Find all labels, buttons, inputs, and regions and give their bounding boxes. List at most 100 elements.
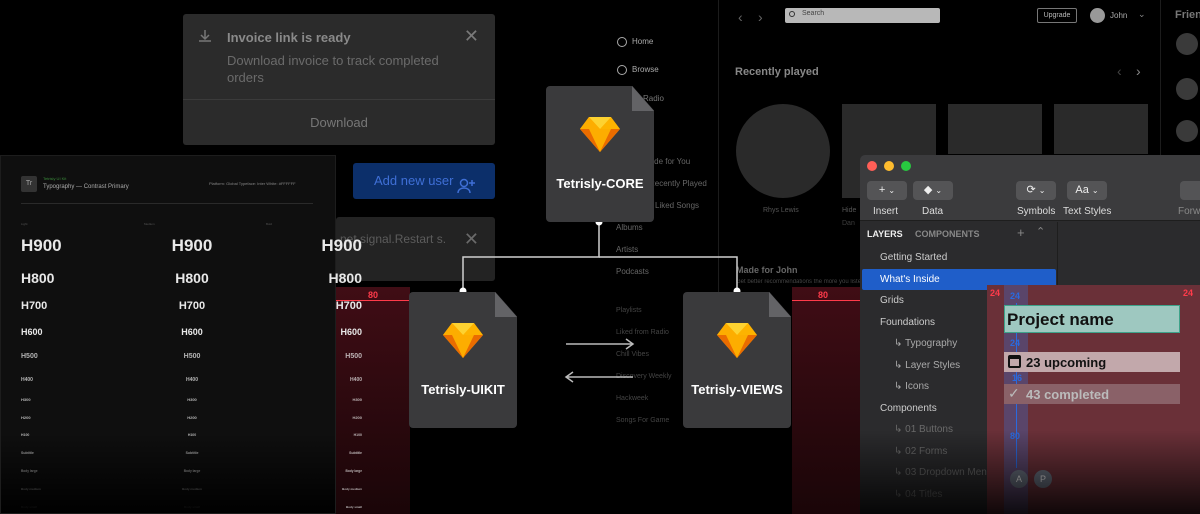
divider <box>21 203 313 204</box>
plus-icon: + <box>878 184 886 196</box>
text-styles-button[interactable]: Aa ⌄ <box>1067 181 1107 200</box>
library-item[interactable]: Made for You <box>643 157 691 166</box>
spacing-band-mid <box>792 287 860 514</box>
project-name-frame[interactable]: Project name <box>1004 305 1180 333</box>
sketch-icon <box>580 117 620 152</box>
connector-line <box>599 256 738 291</box>
type-sample: H300 <box>352 397 362 402</box>
upcoming-row[interactable]: 23 upcoming <box>1004 352 1180 372</box>
column-header: Medium <box>144 222 155 226</box>
search-input[interactable]: Search <box>785 8 940 23</box>
fade-overlay <box>1 433 335 513</box>
close-window-button[interactable] <box>867 161 877 171</box>
forward-button[interactable] <box>1180 181 1200 200</box>
nav-radio[interactable]: Radio <box>643 94 664 103</box>
tab-components[interactable]: COMPONENTS <box>915 229 980 239</box>
network-toast-text: net signal.Restart s. <box>340 232 447 246</box>
data-button[interactable]: ◆ ⌄ <box>913 181 953 200</box>
album-cover[interactable] <box>948 104 1042 154</box>
insert-button[interactable]: + ⌄ <box>867 181 907 200</box>
symbols-label: Symbols <box>1017 206 1056 217</box>
file-tetrisly-core[interactable]: Tetrisly-CORE <box>546 86 654 222</box>
type-sample: H200 <box>21 415 31 420</box>
project-name: Project name <box>1007 310 1114 329</box>
artist-name[interactable]: Rhys Lewis <box>763 207 799 214</box>
library-item[interactable]: Recently Played <box>649 179 707 188</box>
playlist-item[interactable]: Songs For Game <box>616 417 670 424</box>
completed-row[interactable]: ✓ 43 completed <box>1004 384 1180 404</box>
layer-item[interactable]: Components <box>880 402 937 414</box>
file-tetrisly-views[interactable]: Tetrisly-VIEWS <box>683 292 791 428</box>
symbols-button[interactable]: ⟳ ⌄ <box>1016 181 1056 200</box>
layer-item[interactable]: Getting Started <box>880 252 948 263</box>
type-sample: H400 <box>186 377 198 383</box>
forward-arrow-icon[interactable]: › <box>758 9 763 25</box>
tetrisly-logo: Tr <box>21 176 37 192</box>
user-name[interactable]: John <box>1110 11 1128 20</box>
chevron-down-icon: ⌄ <box>935 186 943 195</box>
recently-played-heading: Recently played <box>735 66 819 78</box>
nav-home-label: Home <box>632 37 654 46</box>
page-title: Typography — Contrast Primary <box>43 184 129 190</box>
layer-item[interactable]: ↳ Icons <box>894 381 930 392</box>
type-sample: H700 <box>335 300 362 312</box>
tab-layers[interactable]: LAYERS <box>867 229 903 239</box>
chevron-up-icon[interactable]: ⌃ <box>1036 226 1046 238</box>
layer-item[interactable]: What's Inside <box>862 268 1056 290</box>
album-cover[interactable] <box>1054 104 1148 154</box>
friends-divider <box>1160 0 1161 155</box>
spacing-value: 80 <box>818 290 829 300</box>
library-item[interactable]: Liked Songs <box>655 201 700 210</box>
layer-item[interactable]: ↳ 01 Buttons <box>862 419 1056 440</box>
library-item[interactable]: Artists <box>616 245 639 254</box>
upgrade-button[interactable]: Upgrade <box>1037 8 1077 23</box>
file-name: Tetrisly-UIKIT <box>421 382 505 397</box>
nav-browse-label: Browse <box>632 65 659 74</box>
check-icon: ✓ <box>1008 385 1020 401</box>
back-arrow-icon[interactable]: ‹ <box>738 9 743 25</box>
album-name[interactable]: Hide <box>842 207 857 214</box>
type-sample: H600 <box>181 327 203 337</box>
spacing-line <box>336 300 410 301</box>
layer-item[interactable]: ↳ Layer Styles <box>894 359 961 371</box>
close-icon[interactable]: ✕ <box>463 229 479 249</box>
type-sample: H800 <box>21 270 55 286</box>
type-sample: H100 <box>353 433 362 437</box>
layer-item[interactable]: ↳ Typography <box>894 338 958 349</box>
library-item[interactable]: Podcasts <box>616 267 649 276</box>
artist-cover[interactable] <box>736 104 830 198</box>
close-icon[interactable]: ✕ <box>463 26 479 46</box>
add-icon[interactable]: + <box>1017 225 1025 240</box>
add-user-button[interactable]: Add new user <box>353 163 495 199</box>
library-item[interactable]: Albums <box>616 223 643 232</box>
layer-item[interactable]: Foundations <box>880 316 936 328</box>
playlist-item[interactable]: Chill Vibes <box>616 351 649 358</box>
type-sample: Body medium <box>342 487 362 491</box>
download-button[interactable]: Download <box>183 99 495 145</box>
spacing-band-left <box>336 287 410 514</box>
margin-value: 24 <box>990 288 1001 298</box>
connector-line <box>462 222 600 291</box>
playlist-item[interactable]: Discovery Weekly <box>616 373 672 380</box>
breadcrumb: Tetrisly UI Kit <box>43 176 67 181</box>
playlist-item[interactable]: Liked from Radio <box>616 329 669 336</box>
type-sample: H700 <box>21 300 48 312</box>
minimize-window-button[interactable] <box>884 161 894 171</box>
playlist-item[interactable]: Playlists <box>616 307 642 314</box>
search-icon <box>789 11 795 17</box>
download-icon <box>197 28 213 44</box>
chevron-down-icon[interactable]: ⌄ <box>1138 9 1146 19</box>
carousel-next-icon[interactable]: › <box>1136 63 1141 79</box>
avatar[interactable] <box>1090 8 1105 23</box>
type-sample: Subtitle <box>349 451 362 455</box>
type-sample: H400 <box>350 377 362 383</box>
chevron-down-icon: ⌄ <box>888 186 896 195</box>
sketch-toolbar: + ⌄ Insert ◆ ⌄ Data ⟳ ⌄ Symbols Aa ⌄ Tex… <box>860 155 1200 221</box>
sketch-icon <box>443 323 483 358</box>
layer-item[interactable]: Grids <box>880 295 904 306</box>
album-artist: Dan <box>842 220 855 227</box>
zoom-window-button[interactable] <box>901 161 911 171</box>
file-tetrisly-uikit[interactable]: Tetrisly-UIKIT <box>409 292 517 428</box>
carousel-prev-icon[interactable]: ‹ <box>1117 63 1122 79</box>
playlist-item[interactable]: Hackweek <box>616 395 649 402</box>
